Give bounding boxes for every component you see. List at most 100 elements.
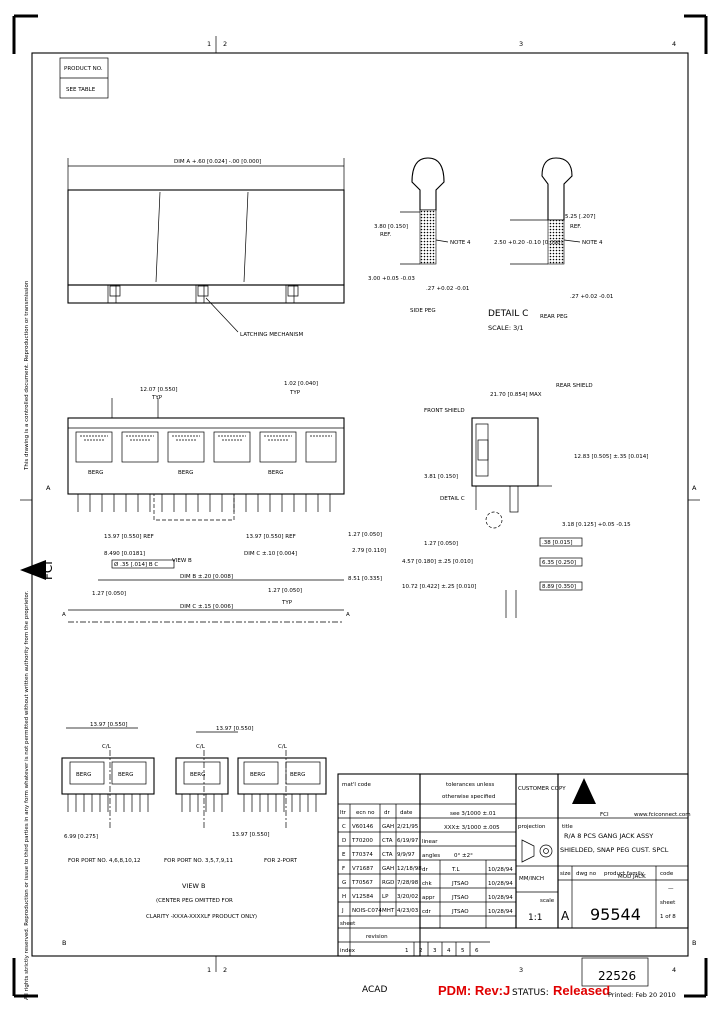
svg-text:BERG: BERG xyxy=(190,772,205,778)
detail-c-scale: SCALE: 3/1 xyxy=(488,324,524,332)
svg-text:LP: LP xyxy=(382,894,389,900)
svg-text:size: size xyxy=(560,871,571,877)
svg-text:date: date xyxy=(400,810,413,816)
code-value: — xyxy=(668,886,674,892)
svg-text:6: 6 xyxy=(475,948,479,954)
zone-2-top: 2 xyxy=(223,40,227,48)
svg-text:6.99 [0.275]: 6.99 [0.275] xyxy=(64,834,98,840)
svg-text:RGD: RGD xyxy=(382,880,394,886)
svg-text:7/28/98: 7/28/98 xyxy=(397,880,419,886)
product-family: MOD JACK xyxy=(618,874,646,880)
view-b: 13.97 [0.550] C/L BERG BERG 6.99 [0.275]… xyxy=(61,722,327,920)
svg-text:12.07 [0.550]: 12.07 [0.550] xyxy=(140,387,178,393)
svg-text:REAR SHIELD: REAR SHIELD xyxy=(556,383,593,389)
svg-text:REF.: REF. xyxy=(570,224,582,230)
svg-text:21.70 [0.854] MAX: 21.70 [0.854] MAX xyxy=(490,392,542,398)
drawing-border xyxy=(31,52,689,957)
dim-a-label: DIM A +.60 [0.024] -.00 [0.000] xyxy=(174,159,261,165)
zone-1-bottom: 1 xyxy=(207,966,211,974)
svg-text:12/18/98: 12/18/98 xyxy=(397,866,422,872)
svg-text:3.00 +0.05 -0.03: 3.00 +0.05 -0.03 xyxy=(368,276,415,282)
svg-text:index: index xyxy=(340,948,356,954)
website: www.fciconnect.com xyxy=(634,812,691,818)
title-line-1: R/A 8 PCS GANG JACK ASSY xyxy=(564,832,653,840)
tolerances-block: tolerances unless otherwise specified se… xyxy=(419,773,517,929)
zone-b-right: B xyxy=(692,939,696,947)
svg-text:1.27 [0.050]: 1.27 [0.050] xyxy=(268,588,302,594)
svg-text:13.97 [0.550]: 13.97 [0.550] xyxy=(216,726,254,732)
svg-text:MHT: MHT xyxy=(382,908,395,914)
svg-text:T.L: T.L xyxy=(451,867,460,873)
svg-text:10/28/94: 10/28/94 xyxy=(488,867,513,873)
revision-block: mat'l code ltr ecn no dr date C V60146 G… xyxy=(337,773,490,957)
fci-side-logo: FCI xyxy=(20,560,55,580)
svg-text:D: D xyxy=(342,838,346,844)
svg-text:J: J xyxy=(341,908,344,914)
port-note-3: FOR 2-PORT xyxy=(264,858,298,864)
svg-text:H: H xyxy=(342,894,346,900)
svg-text:1.27 [0.050]: 1.27 [0.050] xyxy=(424,541,458,547)
zone-a-left: A xyxy=(46,484,51,492)
svg-text:5: 5 xyxy=(461,948,465,954)
view-b-title: VIEW B xyxy=(182,882,205,890)
svg-text:V12584: V12584 xyxy=(352,894,374,900)
zone-3-top: 3 xyxy=(519,40,523,48)
svg-text:9/9/97: 9/9/97 xyxy=(397,852,415,858)
status-value: Released xyxy=(553,983,610,998)
berg-label-3: BERG xyxy=(268,470,283,476)
svg-text:2/21/95: 2/21/95 xyxy=(397,824,419,830)
svg-text:GAH: GAH xyxy=(382,866,394,872)
svg-text:BERG: BERG xyxy=(118,772,133,778)
svg-text:DIM C ±.10 [0.004]: DIM C ±.10 [0.004] xyxy=(244,551,297,557)
svg-text:REF.: REF. xyxy=(380,232,392,238)
svg-text:6.35 [0.250]: 6.35 [0.250] xyxy=(542,560,576,566)
svg-text:10.72 [0.422] ±.25 [0.010]: 10.72 [0.422] ±.25 [0.010] xyxy=(402,584,476,590)
svg-text:CTA: CTA xyxy=(382,838,393,844)
svg-text:T70200: T70200 xyxy=(351,838,373,844)
svg-text:1.27 [0.050]: 1.27 [0.050] xyxy=(92,591,126,597)
svg-text:3.81 [0.150]: 3.81 [0.150] xyxy=(424,474,458,480)
pdm-revision: PDM: Rev:J xyxy=(438,983,510,998)
svg-text:dwg no: dwg no xyxy=(576,871,597,877)
svg-text:product family: product family xyxy=(604,871,645,877)
svg-text:C/L: C/L xyxy=(196,744,206,750)
status-label: STATUS: xyxy=(512,988,549,998)
product-no-label: PRODUCT NO. xyxy=(64,66,103,72)
fci-logo-mark xyxy=(572,778,596,804)
svg-text:BERG: BERG xyxy=(290,772,305,778)
product-box: PRODUCT NO. SEE TABLE xyxy=(59,57,109,99)
svg-text:.27 +0.02 -0.01: .27 +0.02 -0.01 xyxy=(426,286,469,292)
side-note-bottom: All rights strictly reserved. Reproducti… xyxy=(24,590,30,1000)
svg-text:BERG: BERG xyxy=(250,772,265,778)
svg-text:E: E xyxy=(342,852,346,858)
svg-text:V71687: V71687 xyxy=(352,866,374,872)
svg-text:GAH: GAH xyxy=(382,824,394,830)
port-note-2: FOR PORT NO. 3,5,7,9,11 xyxy=(164,858,233,864)
svg-text:13.97 [0.550]: 13.97 [0.550] xyxy=(232,832,270,838)
svg-text:13.97 [0.550] REF: 13.97 [0.550] REF xyxy=(246,534,296,540)
svg-text:A: A xyxy=(62,612,66,618)
svg-text:A: A xyxy=(346,612,350,618)
drawing-number: 95544 xyxy=(590,905,641,924)
svg-text:3: 3 xyxy=(433,948,437,954)
svg-text:DIM B ±.20 [0.008]: DIM B ±.20 [0.008] xyxy=(180,574,233,580)
svg-text:cdr: cdr xyxy=(422,909,432,915)
svg-text:dr: dr xyxy=(384,810,390,816)
latching-label: LATCHING MECHANISM xyxy=(240,332,303,338)
svg-text:V60146: V60146 xyxy=(352,824,374,830)
svg-text:10/28/94: 10/28/94 xyxy=(488,895,513,901)
svg-text:TYP: TYP xyxy=(289,390,301,396)
svg-text:13.97 [0.550] REF: 13.97 [0.550] REF xyxy=(104,534,154,540)
zone-a-right: A xyxy=(692,484,697,492)
svg-text:MM/INCH: MM/INCH xyxy=(519,876,544,882)
svg-text:1.27 [0.050]: 1.27 [0.050] xyxy=(348,532,382,538)
svg-text:XXX± 3/1000 ±.005: XXX± 3/1000 ±.005 xyxy=(444,825,500,831)
corner-marks xyxy=(12,14,708,998)
detail-c: 3.80 [0.150] REF. 3.00 +0.05 -0.03 NOTE … xyxy=(368,157,613,332)
acad-label: ACAD xyxy=(362,985,387,995)
svg-text:12.83 [0.505] ±.35 [0.014]: 12.83 [0.505] ±.35 [0.014] xyxy=(574,454,648,460)
svg-text:DETAIL C: DETAIL C xyxy=(440,496,465,502)
svg-text:BERG: BERG xyxy=(76,772,91,778)
svg-text:10/28/94: 10/28/94 xyxy=(488,909,513,915)
customer-label: CUSTOMER COPY xyxy=(518,786,566,792)
